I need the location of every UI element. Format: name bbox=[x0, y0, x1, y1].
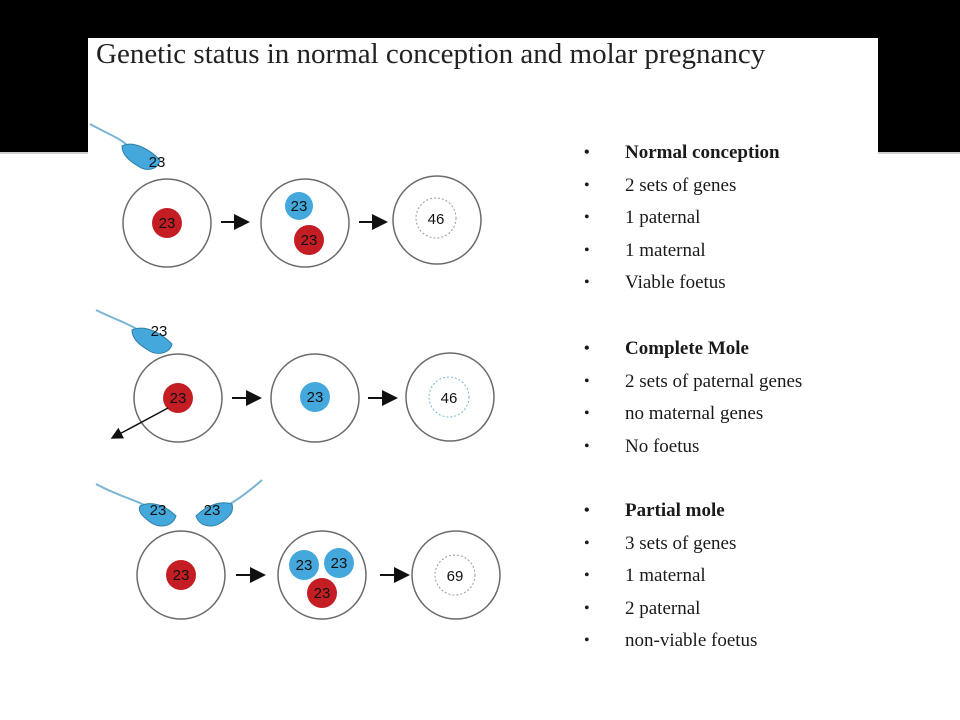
note-item: no maternal genes bbox=[584, 398, 802, 431]
figure-title: Genetic status in normal conception and … bbox=[96, 38, 766, 70]
divider-line-right bbox=[878, 152, 960, 154]
sperm-tail bbox=[89, 123, 129, 147]
sperm-head bbox=[131, 327, 173, 354]
maternal-nucleus bbox=[166, 560, 196, 590]
note-item: non-viable foetus bbox=[584, 625, 757, 658]
paternal-nucleus bbox=[300, 382, 330, 412]
egg-label: 23 bbox=[159, 215, 176, 232]
combined-nucleus bbox=[428, 376, 470, 418]
note-item: 2 sets of genes bbox=[584, 170, 780, 203]
note-item: 2 paternal bbox=[584, 593, 757, 626]
combined-nucleus bbox=[434, 554, 476, 596]
sperm-head bbox=[121, 143, 161, 170]
note-item: 1 maternal bbox=[584, 560, 757, 593]
maternal-nucleus bbox=[294, 225, 324, 255]
maternal-label: 23 bbox=[314, 585, 331, 602]
sperm-head bbox=[139, 503, 177, 527]
sperm-label: 23 bbox=[150, 502, 167, 519]
note-heading: Complete Mole bbox=[584, 333, 802, 366]
egg-label: 23 bbox=[173, 567, 190, 584]
maternal-nucleus bbox=[152, 208, 182, 238]
note-heading: Partial mole bbox=[584, 495, 757, 528]
partial-mole-notes: Partial mole 3 sets of genes 1 maternal … bbox=[584, 495, 757, 658]
sperm-label: 23 bbox=[204, 502, 221, 519]
paternal-label: 23 bbox=[291, 198, 308, 215]
chromosome-count: 46 bbox=[441, 390, 458, 407]
note-item: 1 paternal bbox=[584, 202, 780, 235]
paternal-nucleus bbox=[285, 192, 313, 220]
note-item: 1 maternal bbox=[584, 235, 780, 268]
paternal-label: 23 bbox=[296, 557, 313, 574]
note-item: No foetus bbox=[584, 431, 802, 464]
maternal-label: 23 bbox=[301, 232, 318, 249]
note-item: 2 sets of paternal genes bbox=[584, 366, 802, 399]
fertilized-cell bbox=[260, 178, 350, 268]
egg-label: 23 bbox=[170, 390, 187, 407]
sperm-label: 23 bbox=[149, 154, 166, 171]
paternal-label: 23 bbox=[307, 389, 324, 406]
sperm-label: 23 bbox=[151, 323, 168, 340]
row-complete-mole: 23 23 23 46 bbox=[95, 309, 495, 443]
maternal-nucleus bbox=[307, 578, 337, 608]
chromosome-count: 69 bbox=[447, 568, 464, 585]
paternal-nucleus bbox=[289, 550, 319, 580]
note-item: Viable foetus bbox=[584, 267, 780, 300]
maternal-nucleus bbox=[163, 383, 193, 413]
sperm-head bbox=[195, 502, 233, 527]
sperm-tail bbox=[95, 309, 139, 331]
divider-line-left bbox=[0, 152, 90, 154]
row-partial-mole: 23 23 23 23 23 23 69 bbox=[95, 479, 501, 620]
chromosome-count: 46 bbox=[428, 211, 445, 228]
sperm-tail bbox=[95, 483, 147, 507]
normal-conception-notes: Normal conception 2 sets of genes 1 pate… bbox=[584, 137, 780, 300]
nucleus-ejected-arrow bbox=[110, 407, 169, 439]
combined-nucleus bbox=[415, 197, 457, 239]
paternal-label: 23 bbox=[331, 555, 348, 572]
note-item: 3 sets of genes bbox=[584, 528, 757, 561]
paternal-nucleus bbox=[324, 548, 354, 578]
note-heading: Normal conception bbox=[584, 137, 780, 170]
row-normal: 23 23 23 23 46 bbox=[89, 123, 482, 268]
complete-mole-notes: Complete Mole 2 sets of paternal genes n… bbox=[584, 333, 802, 463]
sperm-tail bbox=[225, 479, 263, 507]
